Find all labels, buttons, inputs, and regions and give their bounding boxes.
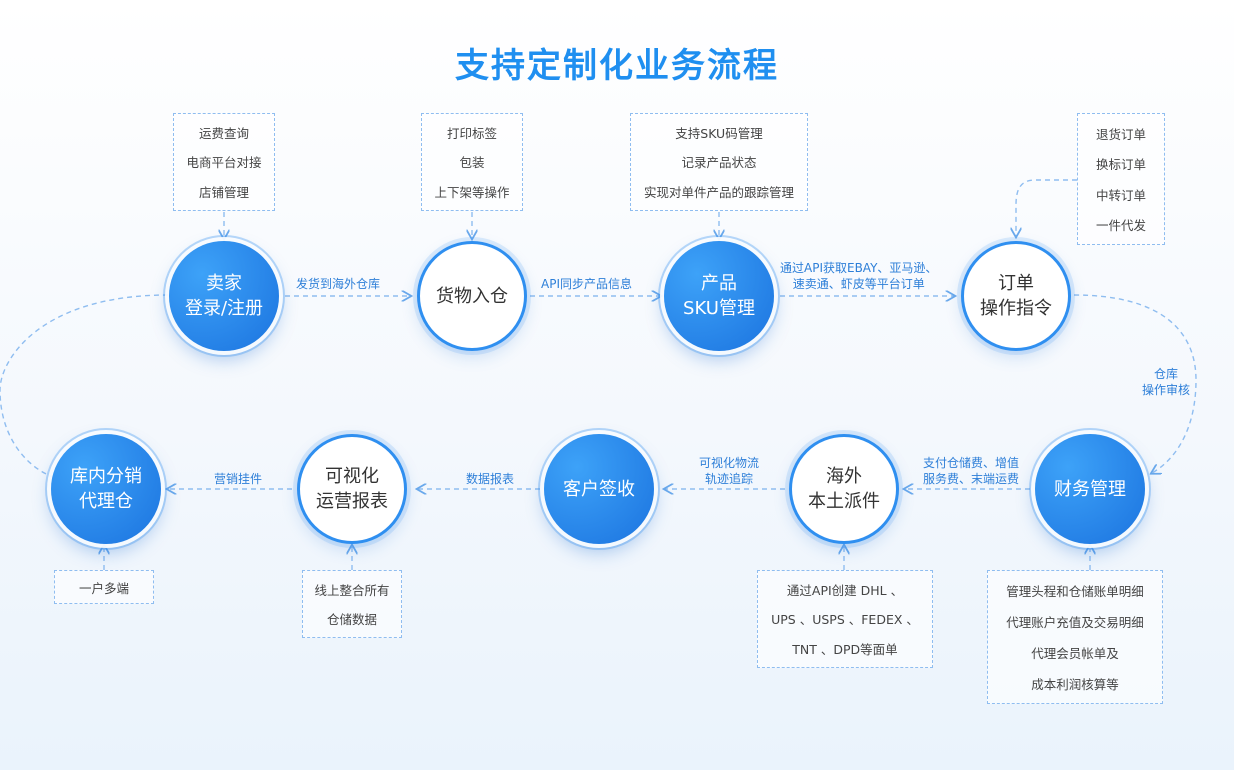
box-item: 代理账户充值及交易明细 xyxy=(1006,615,1144,630)
report-features-box: 线上整合所有 仓储数据 xyxy=(302,570,402,638)
distribution-warehouse-node: 库内分销 代理仓 xyxy=(51,434,161,544)
node-label: 代理仓 xyxy=(79,491,133,512)
box-item: 退货订单 xyxy=(1095,126,1146,142)
order-instruction-node: 订单 操作指令 xyxy=(961,241,1071,351)
seller-login-node: 卖家 登录/注册 xyxy=(169,241,279,351)
edge-label-line: 速卖通、虾皮等平台订单 xyxy=(792,277,925,291)
page-title: 支持定制化业务流程 xyxy=(455,46,779,86)
node-label: 海外 xyxy=(826,466,862,487)
edge-label-warehouse-review: 仓库 操作审核 xyxy=(1142,366,1190,398)
node-label: 库内分销 xyxy=(70,466,142,487)
node-label: 登录/注册 xyxy=(184,298,264,319)
box-item: 线上整合所有 xyxy=(314,583,390,598)
sku-features-box: 支持SKU码管理 记录产品状态 实现对单件产品的跟踪管理 xyxy=(630,113,808,211)
box-item: 运费查询 xyxy=(198,126,249,142)
box-item: 电商平台对接 xyxy=(186,155,262,171)
box-item: 一户多端 xyxy=(78,580,129,596)
finance-features-box: 管理头程和仓储账单明细 代理账户充值及交易明细 代理会员帐单及 成本利润核算等 xyxy=(987,570,1163,704)
goods-inbound-node: 货物入仓 xyxy=(417,241,527,351)
edge-label-line: 操作审核 xyxy=(1142,383,1191,397)
box-item: 仓储数据 xyxy=(326,612,377,627)
box-item: 店铺管理 xyxy=(198,184,249,200)
order-features-box: 退货订单 换标订单 中转订单 一件代发 xyxy=(1077,113,1165,245)
edge-label-line: 支付仓储费、增值 xyxy=(923,456,1020,470)
node-label: 操作指令 xyxy=(980,298,1052,319)
box-item: TNT 、DPD等面单 xyxy=(792,641,898,657)
box-item: 中转订单 xyxy=(1095,187,1146,203)
node-label: 卖家 xyxy=(206,273,242,294)
node-label: 产品 xyxy=(701,273,737,294)
edge-label-line: 可视化物流 xyxy=(699,456,760,470)
node-label: 本土派件 xyxy=(808,491,880,512)
node-label: 订单 xyxy=(998,273,1034,294)
node-label: 货物入仓 xyxy=(436,285,508,307)
box-item: 代理会员帐单及 xyxy=(1031,646,1119,661)
inbound-features-box: 打印标签 包装 上下架等操作 xyxy=(421,113,523,211)
loop-right-connector xyxy=(1073,294,1197,473)
edge-label-tracking: 可视化物流 轨迹追踪 xyxy=(699,455,759,487)
finance-management-node: 财务管理 xyxy=(1035,434,1145,544)
box-item: 一件代发 xyxy=(1095,218,1146,234)
edge-label-marketing: 营销挂件 xyxy=(214,472,263,486)
node-label: 客户签收 xyxy=(563,478,635,500)
edge-label-platform-orders: 通过API获取EBAY、亚马逊、 速卖通、虾皮等平台订单 xyxy=(780,260,937,292)
edge-label-line: 服务费、末端运费 xyxy=(923,472,1020,486)
box-item: 上下架等操作 xyxy=(434,184,510,200)
edge-label-line: 轨迹追踪 xyxy=(705,472,754,486)
seller-features-box: 运费查询 电商平台对接 店铺管理 xyxy=(173,113,275,211)
edge-label-line: 通过API获取EBAY、亚马逊、 xyxy=(780,261,938,275)
edge-label-api-sync: API同步产品信息 xyxy=(541,277,632,291)
operations-report-node: 可视化 运营报表 xyxy=(297,434,407,544)
edge-label-ship: 发货到海外仓库 xyxy=(296,277,381,291)
box-item: 管理头程和仓储账单明细 xyxy=(1006,584,1144,599)
box-item: 打印标签 xyxy=(446,126,497,142)
node-label: 运营报表 xyxy=(316,491,388,512)
edge-label-data-report: 数据报表 xyxy=(466,472,515,486)
loop-left-connector xyxy=(0,294,169,479)
arrow-box-order xyxy=(1016,179,1077,236)
delivery-features-box: 通过API创建 DHL 、 UPS 、USPS 、FEDEX 、 TNT 、DP… xyxy=(757,570,933,668)
box-item: 记录产品状态 xyxy=(681,155,757,171)
product-sku-node: 产品 SKU管理 xyxy=(664,241,774,351)
box-item: 通过API创建 DHL 、 xyxy=(786,583,904,599)
box-item: 支持SKU码管理 xyxy=(675,126,763,142)
box-item: 包装 xyxy=(459,155,485,171)
edge-label-line: 仓库 xyxy=(1154,367,1179,381)
node-label: 可视化 xyxy=(325,466,379,487)
edge-label-fees: 支付仓储费、增值 服务费、末端运费 xyxy=(923,455,1019,487)
node-label: SKU管理 xyxy=(683,298,755,319)
node-label: 财务管理 xyxy=(1054,478,1126,500)
customer-receipt-node: 客户签收 xyxy=(544,434,654,544)
box-item: 成本利润核算等 xyxy=(1031,677,1119,692)
box-item: 实现对单件产品的跟踪管理 xyxy=(643,184,794,200)
local-delivery-node: 海外 本土派件 xyxy=(789,434,899,544)
box-item: UPS 、USPS 、FEDEX 、 xyxy=(771,612,919,628)
box-item: 换标订单 xyxy=(1095,157,1146,173)
distribution-features-box: 一户多端 xyxy=(54,570,154,604)
